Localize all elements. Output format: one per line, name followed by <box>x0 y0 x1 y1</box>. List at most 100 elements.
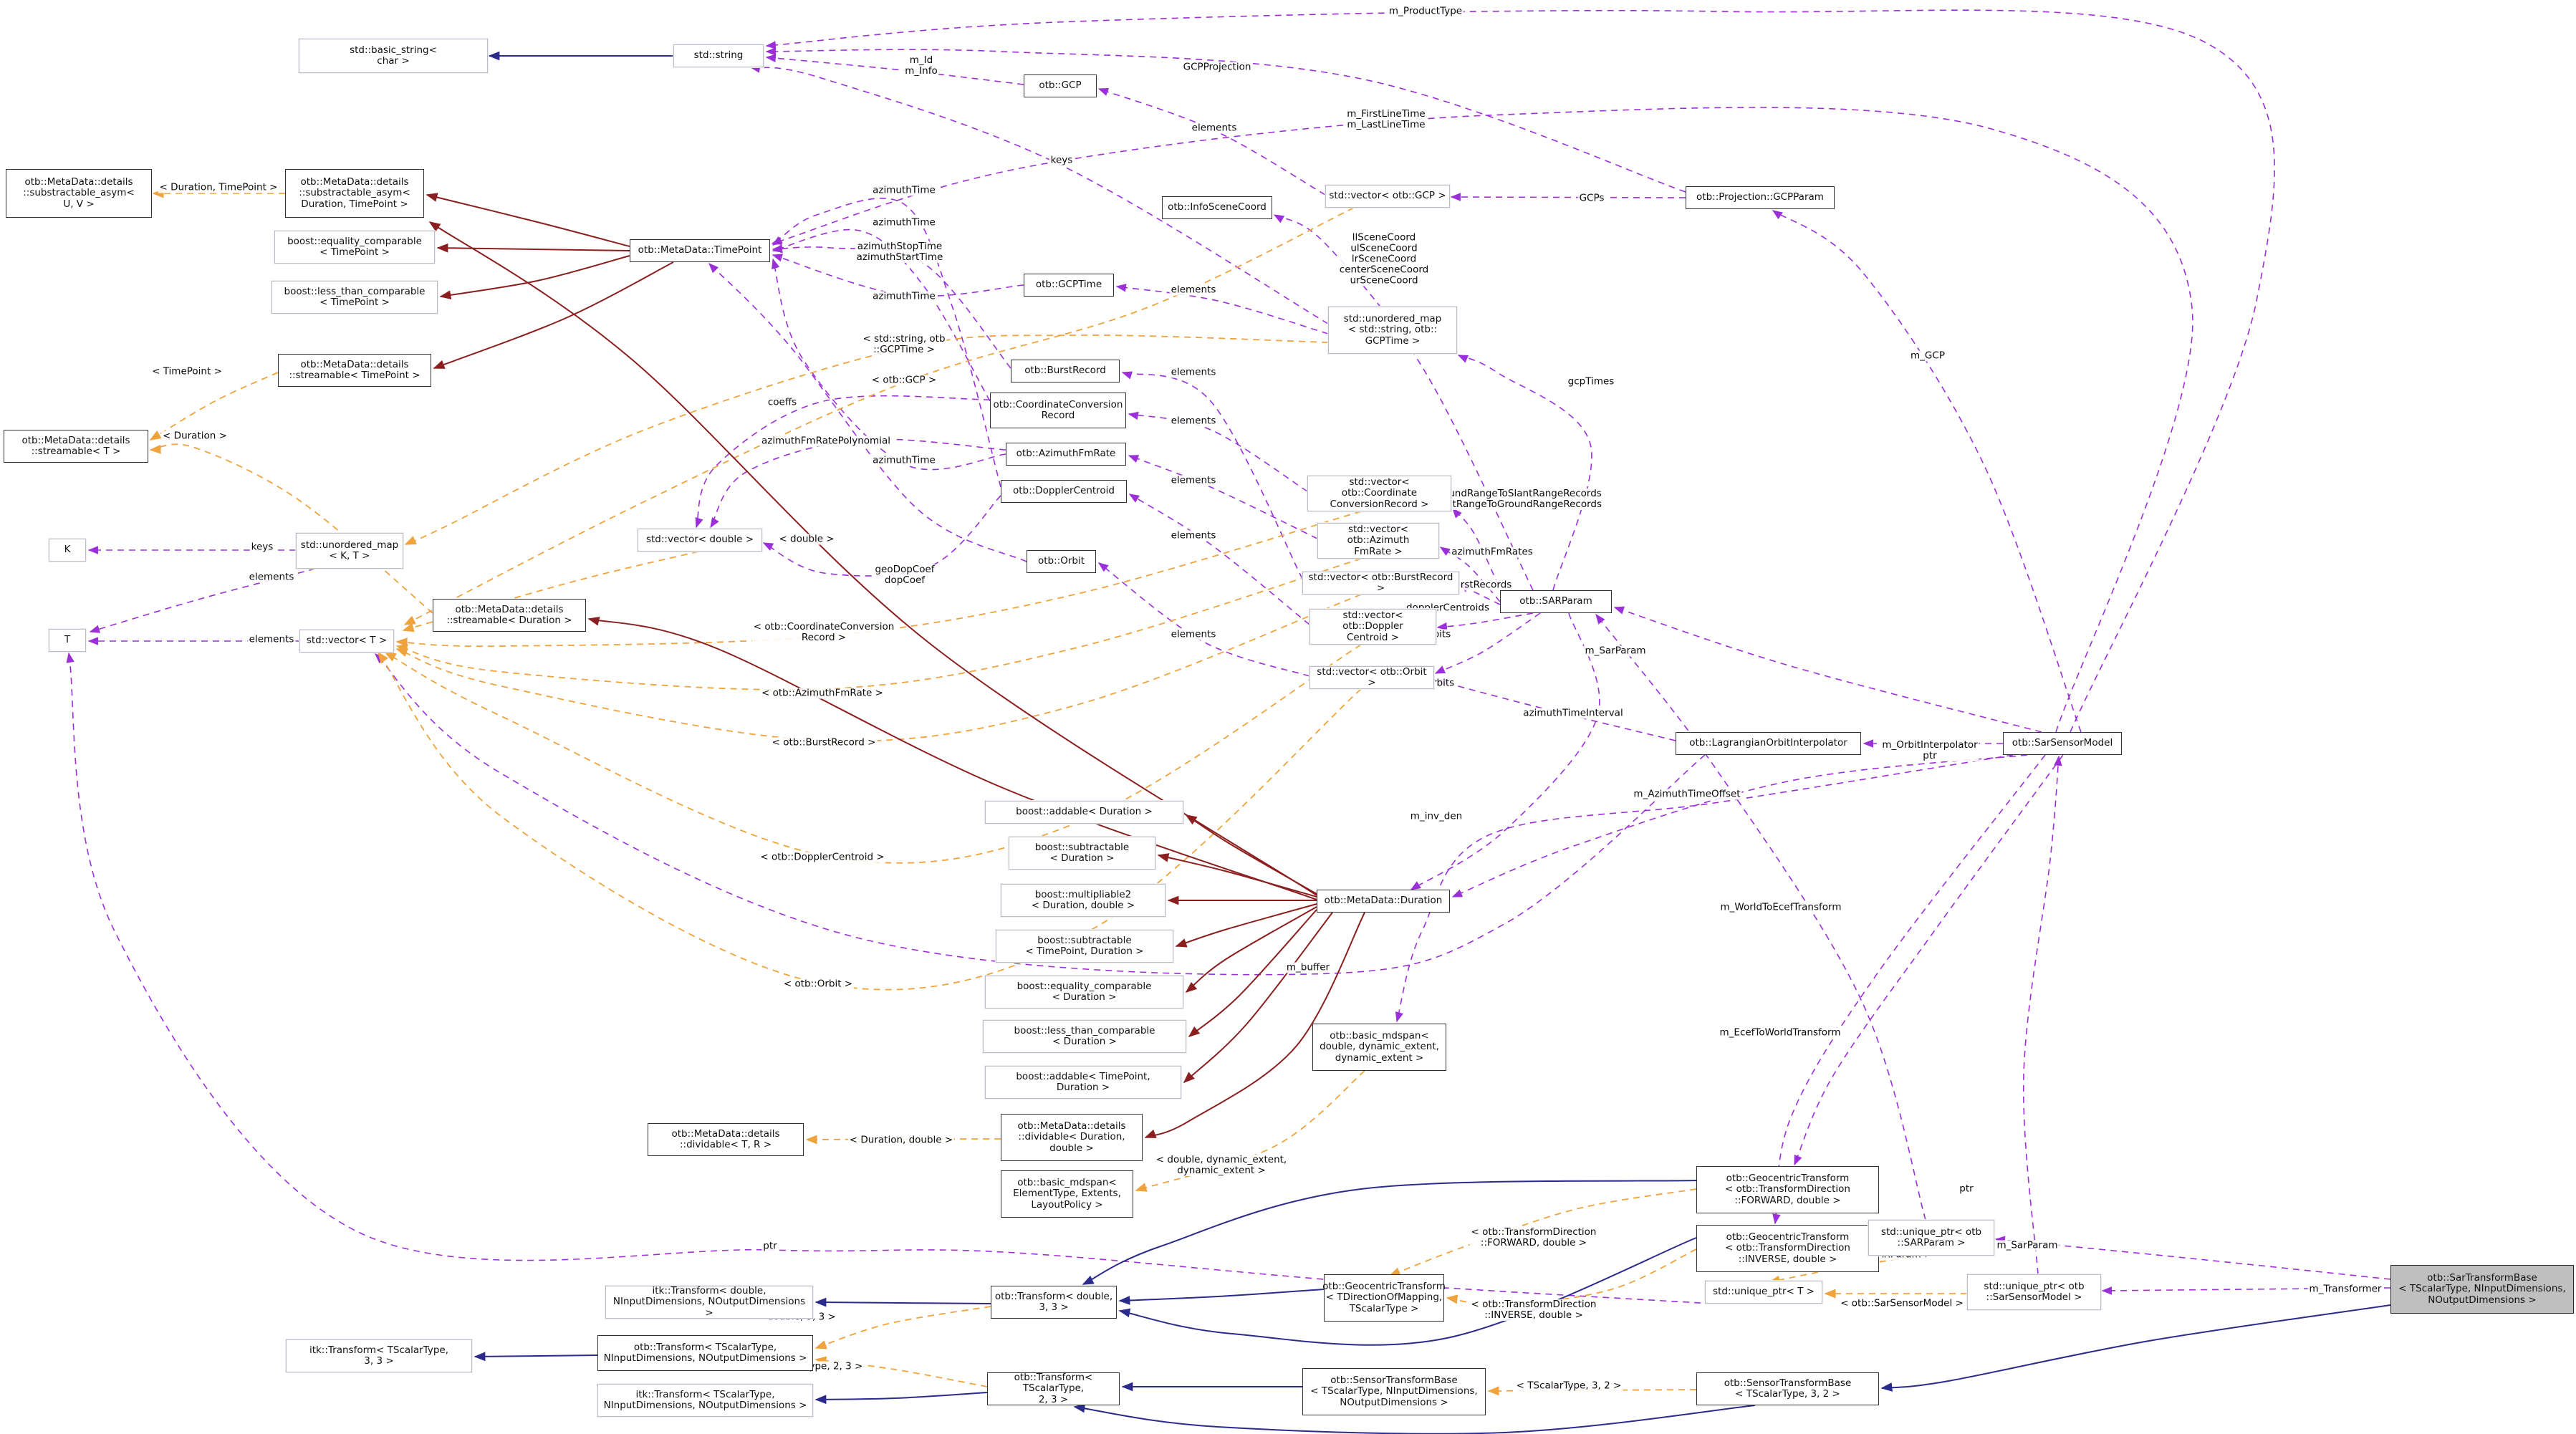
edge-gcp-to-std-string <box>765 54 1024 85</box>
edge-label-gcp-to-std-string: m_Id m_Info <box>903 54 939 77</box>
node-vector-t[interactable]: std::vector< T > <box>299 630 394 653</box>
node-vector-afr[interactable]: std::vector< otb::Azimuth FmRate > <box>1317 523 1439 559</box>
node-vector-dc[interactable]: std::vector< otb::Doppler Centroid > <box>1309 609 1436 645</box>
node-coord-conv-record[interactable]: otb::CoordinateConversion Record <box>990 393 1126 428</box>
node-itk-transform-t33[interactable]: itk::Transform< TScalarType, 3, 3 > <box>286 1339 472 1372</box>
node-itk-transform-double[interactable]: itk::Transform< double, NInputDimensions… <box>605 1285 813 1319</box>
node-multipliable2-duration-double[interactable]: boost::multipliable2 < Duration, double … <box>1001 884 1166 917</box>
edge-label-unique-ptr-sar-sensor-model-to-sar-sensor-model: ptr <box>1958 1183 1975 1195</box>
edge-label-vector-br-to-vector-t: < otb::BurstRecord > <box>770 736 878 749</box>
node-unique-ptr-t[interactable]: std::unique_ptr< T > <box>1705 1281 1822 1304</box>
node-sar-sensor-model[interactable]: otb::SarSensorModel <box>2003 732 2122 755</box>
edge-geocentric-inverse-to-otb-transform-double-33 <box>1118 1237 1697 1346</box>
node-lagrangian-orbit-interpolator[interactable]: otb::LagrangianOrbitInterpolator <box>1676 732 1861 755</box>
edge-timepoint-to-less-than-comparable-tp <box>439 255 630 300</box>
node-mdspan-double[interactable]: otb::basic_mdspan< double, dynamic_exten… <box>1312 1024 1446 1071</box>
edge-label-vector-t-to-t: elements <box>247 633 296 645</box>
node-itk-transform-t[interactable]: itk::Transform< TScalarType, NInputDimen… <box>597 1384 813 1417</box>
node-geocentric-template[interactable]: otb::GeocentricTransform < TDirectionOfM… <box>1322 1274 1446 1322</box>
node-info-scene-coord[interactable]: otb::InfoSceneCoord <box>1162 196 1272 219</box>
node-dividable-duration-double[interactable]: otb::MetaData::details ::dividable< Dura… <box>1001 1114 1143 1161</box>
node-gcp-param[interactable]: otb::Projection::GCPParam <box>1686 186 1835 209</box>
node-addable-tp-duration[interactable]: boost::addable< TimePoint, Duration > <box>985 1066 1181 1099</box>
node-timepoint[interactable]: otb::MetaData::TimePoint <box>630 239 770 262</box>
node-mdspan-generic[interactable]: otb::basic_mdspan< ElementType, Extents,… <box>1001 1170 1133 1218</box>
node-sarparam[interactable]: otb::SARParam <box>1500 590 1612 613</box>
edge-vector-orbit-to-vector-t <box>378 651 1362 991</box>
edge-label-sar-transform-base-to-unique-ptr-sar-sensor-model: m_Transformer <box>2307 1283 2383 1295</box>
edge-metadata-duration-to-substractable-asym-dur-tp <box>428 221 1317 896</box>
node-equality-comparable-tp[interactable]: boost::equality_comparable < TimePoint > <box>274 231 435 264</box>
edge-label-vector-gcp-to-vector-t: < otb::GCP > <box>870 374 938 386</box>
node-streamable-timepoint[interactable]: otb::MetaData::details ::streamable< Tim… <box>278 354 431 387</box>
node-subtractable-tp-duration[interactable]: boost::subtractable < TimePoint, Duratio… <box>996 930 1173 963</box>
edge-geocentric-forward-to-otb-transform-double-33 <box>1082 1180 1697 1285</box>
node-subtractable-duration[interactable]: boost::subtractable < Duration > <box>1009 837 1155 870</box>
edge-umap-string-gcptime-to-gcptime <box>1115 284 1329 335</box>
node-vector-gcp[interactable]: std::vector< otb::GCP > <box>1325 185 1450 208</box>
node-vector-orbit[interactable]: std::vector< otb::Orbit > <box>1309 666 1434 689</box>
node-equality-comparable-duration[interactable]: boost::equality_comparable < Duration > <box>985 976 1183 1009</box>
edge-unique-ptr-sar-sensor-model-to-sar-sensor-model <box>2022 755 2062 1275</box>
edge-sarparam-to-vector-afr <box>1439 547 1501 602</box>
node-vector-double[interactable]: std::vector< double > <box>638 529 762 552</box>
edge-unique-ptr-sarparam-to-sarparam <box>1595 613 1926 1221</box>
node-k[interactable]: K <box>49 539 86 562</box>
node-std-string[interactable]: std::string <box>673 44 764 67</box>
node-geocentric-inverse[interactable]: otb::GeocentricTransform < otb::Transfor… <box>1696 1225 1879 1272</box>
node-otb-transform-template[interactable]: otb::Transform< TScalarType, NInputDimen… <box>597 1335 813 1371</box>
edge-label-umap-string-gcptime-to-std-string: keys <box>1049 154 1075 166</box>
edge-label-gcp-param-to-std-string: GCPProjection <box>1181 61 1253 73</box>
node-dividable-tr[interactable]: otb::MetaData::details ::dividable< T, R… <box>648 1123 804 1156</box>
node-vector-ccr[interactable]: std::vector< otb::Coordinate ConversionR… <box>1307 476 1451 511</box>
node-vector-br[interactable]: std::vector< otb::BurstRecord > <box>1302 572 1459 595</box>
node-gcp[interactable]: otb::GCP <box>1024 74 1097 97</box>
edge-label-sar-sensor-model-to-lagrangian-orbit-interpolator: m_OrbitInterpolator ptr <box>1880 739 1979 761</box>
edge-unique-ptr-t-to-t <box>66 652 1713 1304</box>
edge-vector-dc-to-vector-t <box>384 644 1362 864</box>
node-streamable-duration[interactable]: otb::MetaData::details ::streamable< Dur… <box>433 599 586 632</box>
node-geocentric-forward[interactable]: otb::GeocentricTransform < otb::Transfor… <box>1696 1166 1879 1213</box>
node-unique-ptr-sarparam[interactable]: std::unique_ptr< otb ::SARParam > <box>1868 1220 1994 1256</box>
node-addable-duration[interactable]: boost::addable< Duration > <box>985 801 1183 824</box>
node-substractable-asym-uv[interactable]: otb::MetaData::details ::substractable_a… <box>6 169 152 218</box>
node-azimuth-fm-rate[interactable]: otb::AzimuthFmRate <box>1006 443 1126 466</box>
node-substractable-asym-dur-tp[interactable]: otb::MetaData::details ::substractable_a… <box>285 169 424 218</box>
edge-vector-gcp-to-gcp <box>1097 87 1326 196</box>
edge-label-sar-transform-base-to-unique-ptr-sarparam: m_SarParam <box>1995 1239 2060 1251</box>
node-gcptime[interactable]: otb::GCPTime <box>1024 274 1114 297</box>
node-unique-ptr-sar-sensor-model[interactable]: std::unique_ptr< otb ::SarSensorModel > <box>1967 1274 2101 1310</box>
node-sensor-transform-base-template[interactable]: otb::SensorTransformBase < TScalarType, … <box>1302 1368 1486 1415</box>
node-less-than-comparable-duration[interactable]: boost::less_than_comparable < Duration > <box>983 1020 1186 1053</box>
edge-gcp-param-to-std-string <box>765 47 1686 193</box>
edge-label-coord-conv-record-to-timepoint: azimuthTime <box>871 216 937 228</box>
node-orbit[interactable]: otb::Orbit <box>1027 550 1096 573</box>
node-basic-string[interactable]: std::basic_string< char > <box>299 39 488 73</box>
edge-mdspan-double-to-mdspan-generic <box>1135 1070 1365 1192</box>
node-t[interactable]: T <box>49 629 86 652</box>
node-doppler-centroid[interactable]: otb::DopplerCentroid <box>1001 480 1127 503</box>
node-burst-record[interactable]: otb::BurstRecord <box>1011 360 1120 382</box>
edge-geocentric-inverse-to-geocentric-template <box>1446 1248 1697 1307</box>
edge-metadata-duration-to-subtractable-tp-duration <box>1175 903 1317 948</box>
edge-label-vector-br-to-burst-record: elements <box>1169 366 1218 378</box>
edge-label-streamable-timepoint-to-streamable-t: < TimePoint > <box>150 365 224 377</box>
node-less-than-comparable-tp[interactable]: boost::less_than_comparable < TimePoint … <box>271 281 438 314</box>
edge-timepoint-to-substractable-asym-dur-tp <box>426 193 630 247</box>
edge-azimuth-fm-rate-to-timepoint <box>772 258 1006 471</box>
edge-label-umap-string-gcptime-to-unordered-map-kt: < std::string, otb ::GCPTime > <box>861 333 947 355</box>
edge-geocentric-forward-to-geocentric-template <box>1388 1188 1697 1276</box>
edge-label-unique-ptr-sar-sensor-model-to-unique-ptr-t: < otb::SarSensorModel > <box>1839 1297 1965 1309</box>
node-metadata-duration[interactable]: otb::MetaData::Duration <box>1317 890 1450 913</box>
node-streamable-t[interactable]: otb::MetaData::details ::streamable< T > <box>4 430 148 463</box>
node-unordered-map-kt[interactable]: std::unordered_map < K, T > <box>296 533 403 569</box>
node-umap-string-gcptime[interactable]: std::unordered_map < std::string, otb:: … <box>1328 307 1457 354</box>
edge-label-doppler-centroid-to-timepoint: azimuthTime <box>871 184 937 196</box>
edge-vector-afr-to-azimuth-fm-rate <box>1128 455 1318 539</box>
edge-label-azimuth-fm-rate-to-timepoint: azimuthTime <box>871 454 937 466</box>
edge-metadata-duration-to-dividable-duration-double <box>1144 912 1365 1138</box>
node-otb-transform-double-33[interactable]: otb::Transform< double, 3, 3 > <box>991 1286 1117 1319</box>
node-sensor-transform-base-t32[interactable]: otb::SensorTransformBase < TScalarType, … <box>1696 1372 1879 1405</box>
node-otb-transform-t23[interactable]: otb::Transform< TScalarType, 2, 3 > <box>987 1372 1120 1405</box>
